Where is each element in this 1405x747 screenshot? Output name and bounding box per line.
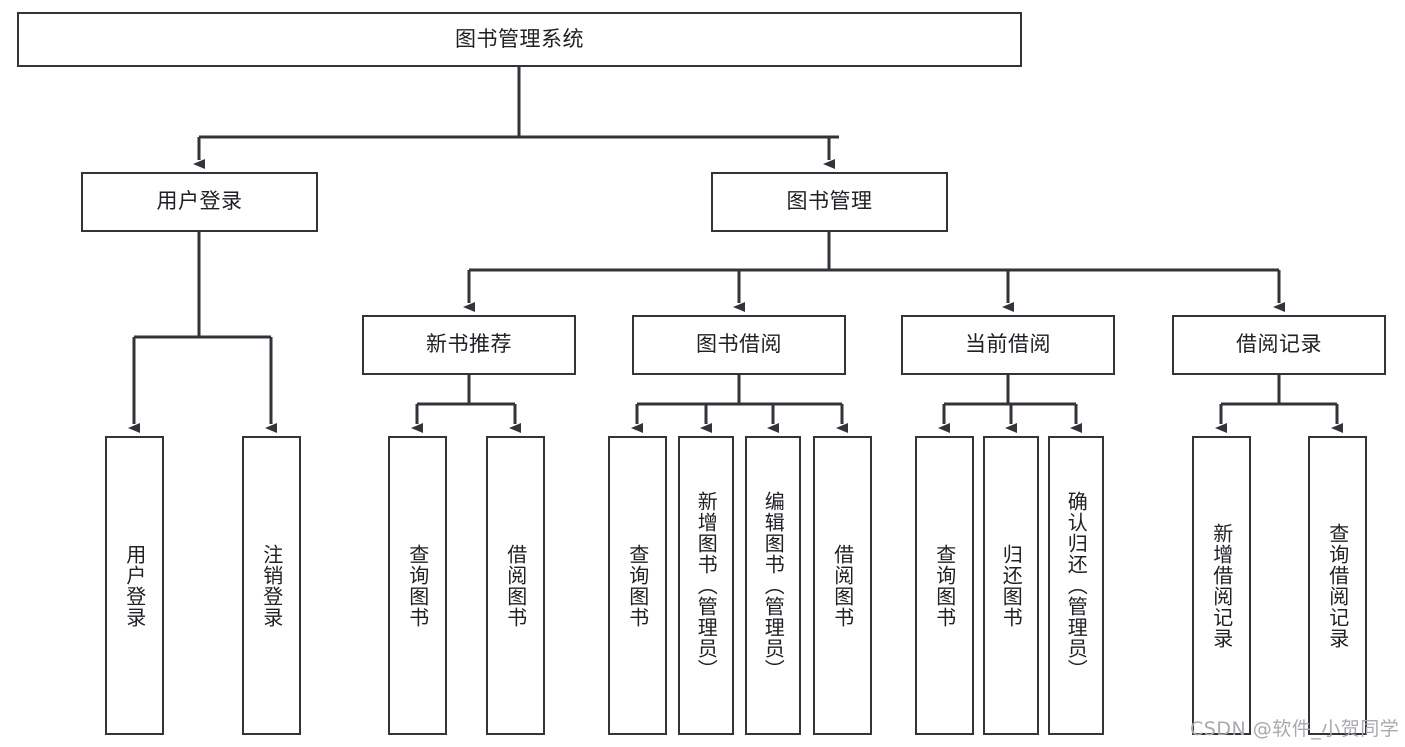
leaf-add-book-label: 新增图书（管理员） — [694, 491, 719, 680]
leaf-add-book[interactable]: 新增图书（管理员） — [678, 436, 734, 735]
leaf-query-book-recommend-label: 查询图书 — [405, 543, 430, 628]
leaf-query-book-borrow[interactable]: 查询图书 — [608, 436, 667, 735]
node-borrow-record-label: 借阅记录 — [1236, 332, 1322, 357]
node-book-manage[interactable]: 图书管理 — [711, 172, 948, 232]
edge-currentborrow-to-leaves — [938, 375, 1082, 433]
node-root[interactable]: 图书管理系统 — [17, 12, 1022, 67]
leaf-edit-book[interactable]: 编辑图书（管理员） — [745, 436, 801, 735]
leaf-return-book[interactable]: 归还图书 — [983, 436, 1039, 735]
leaf-borrow-book-recommend-label: 借阅图书 — [503, 543, 528, 628]
leaf-borrow-book[interactable]: 借阅图书 — [813, 436, 872, 735]
node-book-manage-label: 图书管理 — [786, 189, 873, 214]
leaf-query-book-recommend[interactable]: 查询图书 — [388, 436, 447, 735]
node-book-borrow[interactable]: 图书借阅 — [632, 315, 846, 375]
edge-borrowrecord-to-leaves — [1215, 375, 1343, 433]
leaf-user-login[interactable]: 用户登录 — [105, 436, 164, 735]
node-root-label: 图书管理系统 — [455, 26, 584, 51]
leaf-confirm-return[interactable]: 确认归还（管理员） — [1048, 436, 1104, 735]
edge-userlogin-to-leaves — [128, 232, 277, 433]
leaf-query-borrow-record-label: 查询借阅记录 — [1325, 522, 1350, 649]
leaf-query-book-borrow-label: 查询图书 — [625, 543, 650, 628]
leaf-query-borrow-record[interactable]: 查询借阅记录 — [1308, 436, 1367, 735]
leaf-confirm-return-label: 确认归还（管理员） — [1064, 491, 1089, 680]
node-new-book-recommend[interactable]: 新书推荐 — [362, 315, 576, 375]
node-new-book-recommend-label: 新书推荐 — [426, 332, 512, 357]
leaf-borrow-book-recommend[interactable]: 借阅图书 — [486, 436, 545, 735]
leaf-edit-book-label: 编辑图书（管理员） — [761, 491, 786, 680]
node-current-borrow[interactable]: 当前借阅 — [901, 315, 1115, 375]
edge-newbook-to-leaves — [411, 375, 521, 433]
edge-bookmanage-to-level3 — [463, 232, 1285, 312]
leaf-user-login-label: 用户登录 — [122, 543, 147, 628]
leaf-add-borrow-record-label: 新增借阅记录 — [1209, 522, 1234, 649]
leaf-return-book-label: 归还图书 — [999, 543, 1024, 628]
edge-bookborrow-to-leaves — [631, 375, 848, 433]
leaf-borrow-book-label: 借阅图书 — [830, 543, 855, 628]
node-user-login-label: 用户登录 — [156, 189, 243, 214]
node-user-login[interactable]: 用户登录 — [81, 172, 318, 232]
leaf-query-book-current-label: 查询图书 — [932, 543, 957, 628]
edge-root-to-level2 — [193, 67, 839, 169]
leaf-logout-label: 注销登录 — [259, 543, 284, 628]
leaf-logout[interactable]: 注销登录 — [242, 436, 301, 735]
leaf-query-book-current[interactable]: 查询图书 — [915, 436, 974, 735]
leaf-add-borrow-record[interactable]: 新增借阅记录 — [1192, 436, 1251, 735]
node-borrow-record[interactable]: 借阅记录 — [1172, 315, 1386, 375]
node-book-borrow-label: 图书借阅 — [696, 332, 782, 357]
node-current-borrow-label: 当前借阅 — [965, 332, 1051, 357]
